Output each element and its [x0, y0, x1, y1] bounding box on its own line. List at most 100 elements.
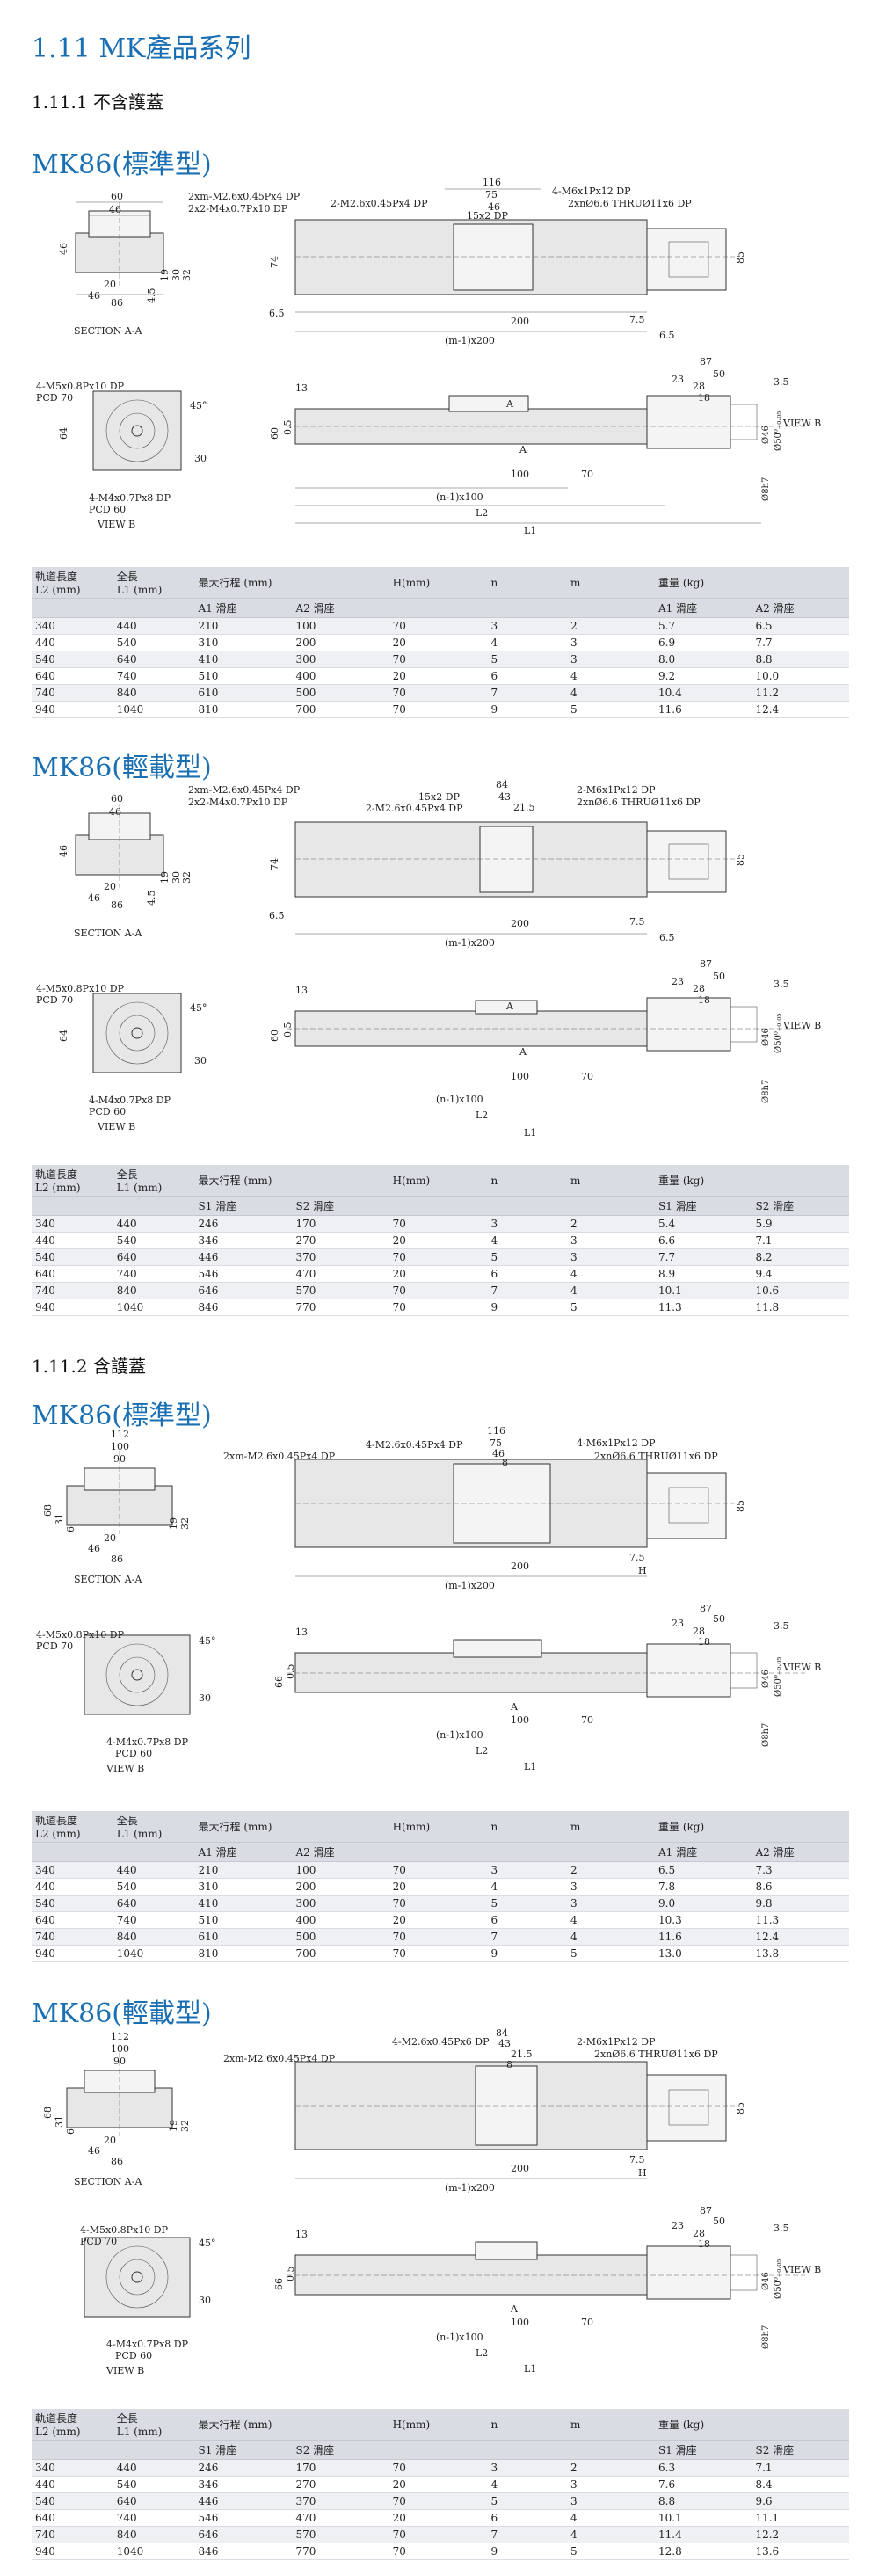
- table-cell: 5.7: [655, 617, 752, 635]
- svg-text:100: 100: [111, 2043, 129, 2055]
- table-cell: 470: [292, 1265, 389, 1283]
- table-cell: 70: [389, 1282, 488, 1299]
- table-subheader: S2 滑座: [292, 2440, 389, 2460]
- svg-text:(n-1)x100: (n-1)x100: [436, 1729, 483, 1741]
- table-subheader: A1 滑座: [655, 598, 752, 618]
- svg-text:VIEW B: VIEW B: [782, 1020, 821, 1031]
- svg-text:45°: 45°: [190, 1002, 207, 1014]
- table-cell: 8.4: [752, 2476, 849, 2493]
- table-cell: 610: [194, 684, 293, 702]
- table-cell: 446: [194, 2492, 293, 2510]
- svg-text:45°: 45°: [190, 400, 207, 411]
- svg-text:PCD 70: PCD 70: [36, 1641, 73, 1652]
- table-header: [752, 1165, 849, 1197]
- svg-text:L1: L1: [524, 525, 536, 536]
- svg-text:4.5: 4.5: [146, 891, 157, 906]
- svg-text:84: 84: [496, 2027, 508, 2039]
- table-cell: 70: [389, 2526, 488, 2543]
- svg-text:46: 46: [109, 806, 121, 818]
- table-cell: 70: [389, 1861, 488, 1879]
- svg-text:50: 50: [713, 971, 725, 982]
- svg-text:28: 28: [693, 983, 705, 994]
- svg-text:86: 86: [111, 297, 123, 309]
- table-cell: 300: [292, 651, 389, 668]
- svg-text:46: 46: [88, 892, 100, 904]
- table-cell: 3: [567, 2476, 656, 2493]
- svg-text:23: 23: [672, 1618, 684, 1629]
- table-header: [752, 567, 849, 599]
- svg-text:46: 46: [88, 290, 100, 302]
- svg-text:(n-1)x100: (n-1)x100: [436, 2332, 483, 2343]
- svg-text:200: 200: [511, 1561, 529, 1572]
- table-header: H(mm): [389, 1165, 488, 1197]
- svg-text:VIEW B: VIEW B: [782, 418, 821, 429]
- table-cell: 340: [32, 617, 113, 635]
- table-cell: 7.1: [752, 2459, 849, 2477]
- table-cell: 740: [113, 2509, 195, 2527]
- table-cell: 640: [32, 2509, 113, 2527]
- table-header: 全長 L1 (mm): [113, 567, 195, 599]
- svg-text:4-M4x0.7Px8 DP: 4-M4x0.7Px8 DP: [106, 1736, 189, 1748]
- table-cell: 340: [32, 1861, 113, 1879]
- table-cell: 510: [194, 1911, 293, 1929]
- svg-text:L2: L2: [476, 507, 488, 519]
- svg-text:13: 13: [295, 1626, 308, 1638]
- table-cell: 70: [389, 1945, 488, 1962]
- svg-text:32: 32: [179, 2120, 191, 2132]
- table-cell: 7.7: [752, 634, 849, 651]
- table-subheader: S1 滑座: [194, 1196, 293, 1216]
- table-cell: 310: [194, 634, 293, 651]
- svg-text:116: 116: [483, 177, 501, 188]
- table-cell: 846: [194, 2543, 293, 2560]
- table-cell: 6.5: [752, 617, 849, 635]
- svg-text:SECTION A-A: SECTION A-A: [74, 325, 142, 337]
- svg-text:20: 20: [104, 881, 116, 892]
- table-cell: 3: [567, 1248, 656, 1266]
- table-cell: 3: [567, 1895, 656, 1912]
- table-cell: 5: [567, 701, 656, 718]
- svg-text:31: 31: [54, 1513, 65, 1525]
- table-cell: 9.4: [752, 1265, 849, 1283]
- table-subheader: [32, 1196, 113, 1216]
- svg-text:4-M5x0.8Px10 DP: 4-M5x0.8Px10 DP: [36, 381, 125, 392]
- svg-text:Ø50⁰₋₀.₀₅: Ø50⁰₋₀.₀₅: [774, 1014, 783, 1053]
- svg-text:3.5: 3.5: [774, 1620, 789, 1632]
- svg-text:PCD 70: PCD 70: [36, 994, 73, 1006]
- table-cell: 246: [194, 2459, 293, 2477]
- svg-text:68: 68: [42, 2107, 54, 2119]
- table-header: [752, 1811, 849, 1843]
- table-subheader: A1 滑座: [194, 1842, 293, 1862]
- table-cell: 246: [194, 1215, 293, 1233]
- svg-text:H: H: [638, 1565, 647, 1576]
- table-cell: 3: [567, 634, 656, 651]
- table-cell: 5: [567, 1945, 656, 1962]
- table-cell: 20: [389, 1878, 488, 1896]
- svg-text:30: 30: [199, 1692, 211, 1704]
- svg-text:2xm-M2.6x0.45Px4 DP: 2xm-M2.6x0.45Px4 DP: [188, 191, 301, 202]
- table-header: 重量 (kg): [655, 567, 752, 599]
- svg-text:2-M6x1Px12 DP: 2-M6x1Px12 DP: [577, 2036, 656, 2048]
- svg-text:2xm-M2.6x0.45Px4 DP: 2xm-M2.6x0.45Px4 DP: [223, 1451, 336, 1462]
- svg-text:VIEW B: VIEW B: [782, 2264, 821, 2275]
- table-cell: 640: [113, 2492, 195, 2510]
- table-cell: 9.2: [655, 667, 752, 685]
- svg-text:13: 13: [295, 985, 308, 996]
- svg-text:20: 20: [104, 279, 116, 290]
- svg-text:Ø46: Ø46: [761, 2272, 771, 2290]
- table-cell: 70: [389, 2543, 488, 2560]
- table-cell: 20: [389, 2509, 488, 2527]
- svg-text:A: A: [505, 1001, 514, 1012]
- svg-text:30: 30: [194, 453, 207, 464]
- table-cell: 210: [194, 1861, 293, 1879]
- table-cell: 9: [487, 701, 568, 718]
- table-cell: 570: [292, 1282, 389, 1299]
- table-cell: 1040: [113, 1945, 195, 1962]
- section-heading-1: 1.11.1 不含護蓋: [32, 91, 163, 113]
